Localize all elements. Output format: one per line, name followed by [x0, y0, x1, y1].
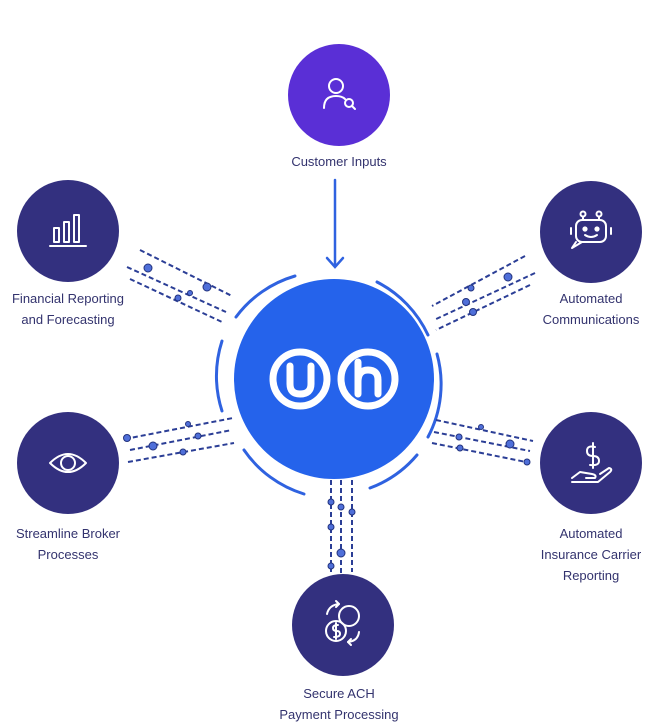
connector-carrier-dots — [455, 424, 531, 466]
coins-exchange-icon — [325, 600, 360, 646]
eye-icon — [49, 453, 87, 473]
connector-ach-dots — [327, 498, 356, 570]
streamline-broker-label: Streamline Broker Processes — [15, 526, 121, 562]
automated-communications-label: Automated Communications — [542, 291, 640, 327]
robot-icon — [570, 210, 612, 249]
connector-communications — [431, 255, 536, 331]
customer-inputs-node[interactable] — [288, 44, 390, 146]
connector-broker — [124, 417, 235, 463]
secure-ach-label: Secure ACH Payment Processing — [279, 686, 399, 722]
automated-carrier-reporting-label: Automated Insurance Carrier Reporting — [540, 526, 642, 583]
customer-inputs-arrow — [325, 178, 345, 269]
connector-financial-dots — [143, 263, 212, 302]
customer-inputs-label: Customer Inputs — [291, 154, 387, 169]
hub-circle — [234, 279, 434, 479]
hub-outer-ring — [215, 274, 443, 496]
automated-carrier-reporting-node[interactable] — [540, 412, 642, 514]
financial-reporting-label: Financial Reporting and Forecasting — [11, 291, 124, 327]
automated-communications-node[interactable] — [540, 181, 642, 283]
connector-carrier — [431, 419, 534, 463]
hand-dollar-icon — [571, 442, 613, 483]
uh-logo-icon — [269, 348, 399, 410]
connector-communications-dots — [462, 272, 513, 316]
connector-broker-dots — [123, 421, 202, 456]
streamline-broker-node[interactable] — [17, 412, 119, 514]
bar-chart-icon — [49, 214, 87, 247]
connector-ach — [330, 480, 353, 574]
user-search-icon — [323, 78, 356, 110]
